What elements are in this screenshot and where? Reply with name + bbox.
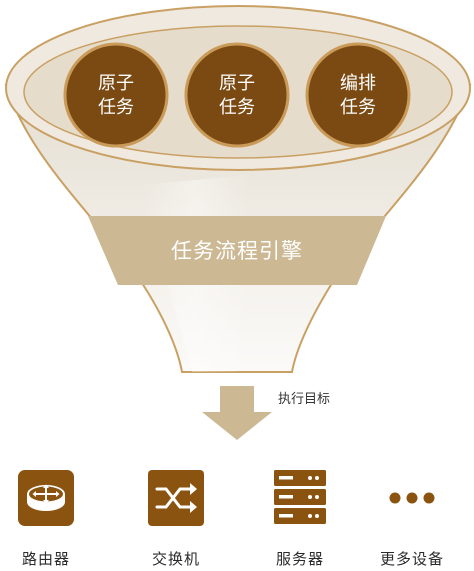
server-icon xyxy=(274,470,326,524)
engine-band xyxy=(88,216,386,285)
switch-label: 交换机 xyxy=(151,550,200,568)
engine-band-label: 任务流程引擎 xyxy=(171,239,303,263)
task-circle-2-line2: 任务 xyxy=(219,97,255,118)
task-circle-2-line1: 原子 xyxy=(219,73,255,94)
arrow-label: 执行目标 xyxy=(278,392,330,407)
router-icon xyxy=(18,470,74,526)
down-arrow xyxy=(202,386,272,440)
more-icon xyxy=(389,492,435,504)
task-circle-3-line1: 编排 xyxy=(340,73,376,94)
switch-icon xyxy=(148,470,204,526)
task-circle-1-line1: 原子 xyxy=(98,73,134,94)
task-circle-2: 原子 任务 xyxy=(184,42,290,148)
task-circle-3: 编排 任务 xyxy=(305,42,411,148)
task-circle-3-line2: 任务 xyxy=(340,97,376,118)
router-label: 路由器 xyxy=(21,550,70,568)
task-circle-1: 原子 任务 xyxy=(63,42,169,148)
task-circle-1-line2: 任务 xyxy=(98,97,134,118)
server-label: 服务器 xyxy=(275,550,324,568)
more-devices-label: 更多设备 xyxy=(379,550,444,568)
